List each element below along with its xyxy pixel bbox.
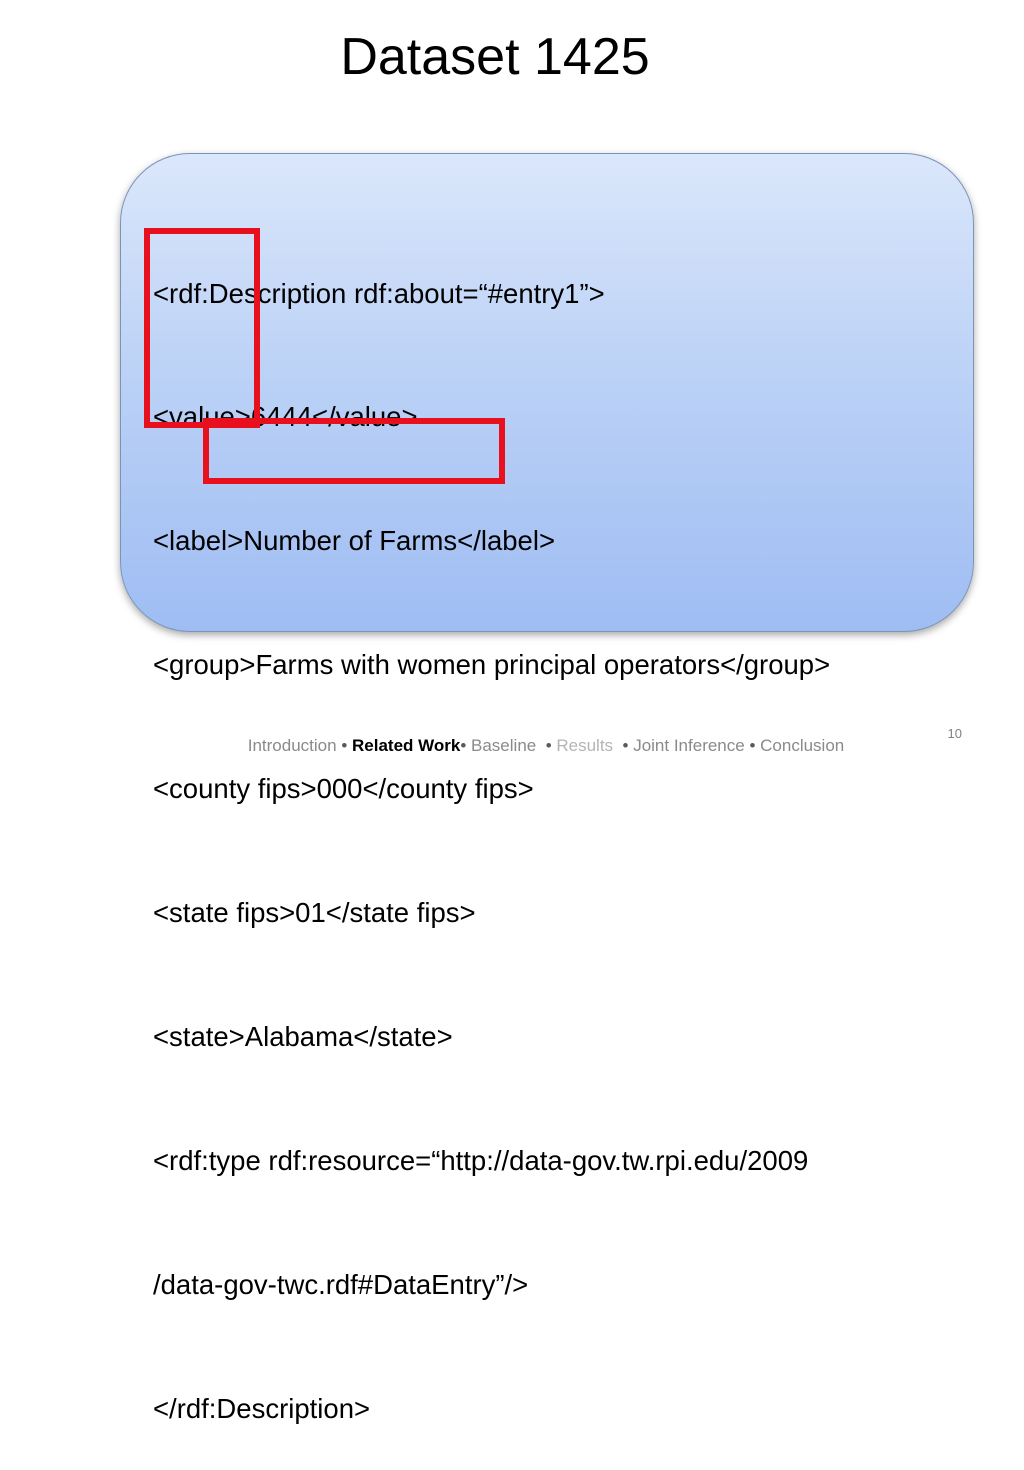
highlight-box-state (203, 418, 505, 484)
footer-separator: • (545, 736, 552, 755)
footer-separator: • (341, 736, 348, 755)
code-line-rdf-type-cont: /data-gov-twc.rdf#DataEntry”/> (153, 1268, 529, 1300)
footer-separator: • (460, 736, 467, 755)
footer-item-related-work[interactable]: Related Work (352, 736, 461, 755)
slide-title: Dataset 1425 (340, 28, 650, 86)
code-line-state: <state>Alabama</state> (153, 1020, 453, 1052)
footer-item-conclusion[interactable]: Conclusion (760, 736, 845, 755)
footer-separator: • (622, 736, 629, 755)
code-line-description-close: </rdf:Description> (153, 1392, 371, 1424)
code-line-rdf-type: <rdf:type rdf:resource=“http://data-gov.… (153, 1144, 809, 1176)
code-line-description-open: <rdf:Description rdf:about=“#entry1”> (153, 277, 605, 309)
footer-nav: Introduction • Related Work• Baseline • … (0, 736, 1024, 756)
code-box (120, 153, 974, 632)
code-line-label: <label>Number of Farms</label> (153, 525, 556, 557)
highlight-box-tags (144, 228, 260, 428)
slide-number: 10 (947, 726, 962, 741)
footer-item-introduction[interactable]: Introduction (247, 736, 337, 755)
footer-item-baseline[interactable]: Baseline (471, 736, 537, 755)
code-line-county-fips: <county fips>000</county fips> (153, 773, 534, 805)
footer-item-results[interactable]: Results (556, 736, 614, 755)
code-line-state-fips: <state fips>01</state fips> (153, 897, 476, 929)
code-line-group: <group>Farms with women principal operat… (153, 649, 831, 681)
footer-item-joint-inference[interactable]: Joint Inference (633, 736, 745, 755)
footer-separator: • (749, 736, 756, 755)
